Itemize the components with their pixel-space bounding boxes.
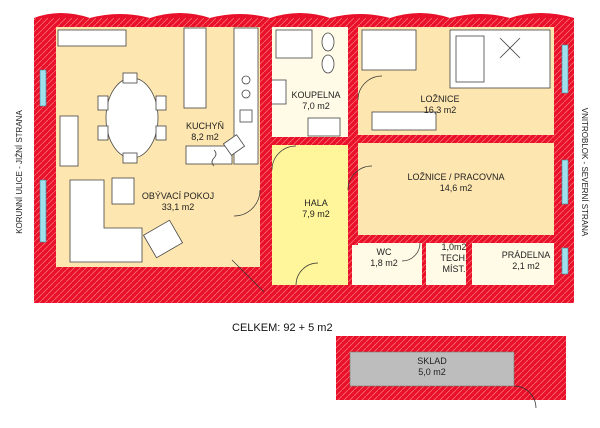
tech-room-name: TECH. [441,253,468,263]
wc-area: 1,8 m2 [370,258,398,268]
laundry-floor [472,243,554,285]
bathroom-name: KOUPELNA [291,90,340,100]
right-street-label: VNITROBLOK - SEVERNÍ STRANA [580,108,589,237]
laundry-area: 2,1 m2 [512,261,540,271]
hall-area: 7,9 m2 [302,209,330,219]
cabinet [59,115,79,167]
windows [39,44,569,275]
bathroom-area: 7,0 m2 [302,101,330,111]
door-swings [231,75,421,293]
bedroom-area: 16,3 m2 [424,105,457,115]
wc-name: WC [377,247,392,257]
bedroom-office-name: LOŽNICE / PRACOVNA [407,172,504,182]
wc-floor [352,243,422,285]
tech-room-floor [426,243,466,285]
storage-name: SKLAD [417,356,447,366]
interior-walls [260,27,554,285]
armchair [142,219,184,259]
tech-room-name2: MÍST. [442,264,465,274]
total-area: CELKEM: 92 + 5 m2 [232,322,333,334]
dresser [371,111,437,131]
kitchen-area: 8,2 m2 [191,132,219,142]
corner-sofa [69,177,143,263]
living-room-name: OBÝVACÍ POKOJ [142,191,214,201]
room-labels: OBÝVACÍ POKOJ 33,1 m2 KUCHYŇ 8,2 m2 KOUP… [142,90,550,274]
double-bed [449,29,551,89]
left-street-label: KORUNNÍ ULICE - JIŽNÍ STRANA [15,110,24,234]
bedroom-office-floor [358,143,554,235]
hall-name: HALA [304,198,328,208]
tech-room-area: 1,0m2 [441,242,466,252]
sideboard [57,29,127,47]
dining-table [97,72,167,164]
storage-unit: SKLAD 5,0 m2 [336,336,566,409]
kitchen-counter [183,27,259,167]
kitchen-name: KUCHYŇ [186,121,224,131]
bedroom-office-area: 14,6 m2 [440,183,473,193]
bedroom-name: LOŽNICE [420,94,459,104]
hall-floor [272,145,348,285]
living-room-area: 33,1 m2 [162,202,195,212]
wardrobe [361,29,417,71]
laundry-name: PRÁDELNA [502,250,551,260]
storage-area: 5,0 m2 [418,367,446,377]
